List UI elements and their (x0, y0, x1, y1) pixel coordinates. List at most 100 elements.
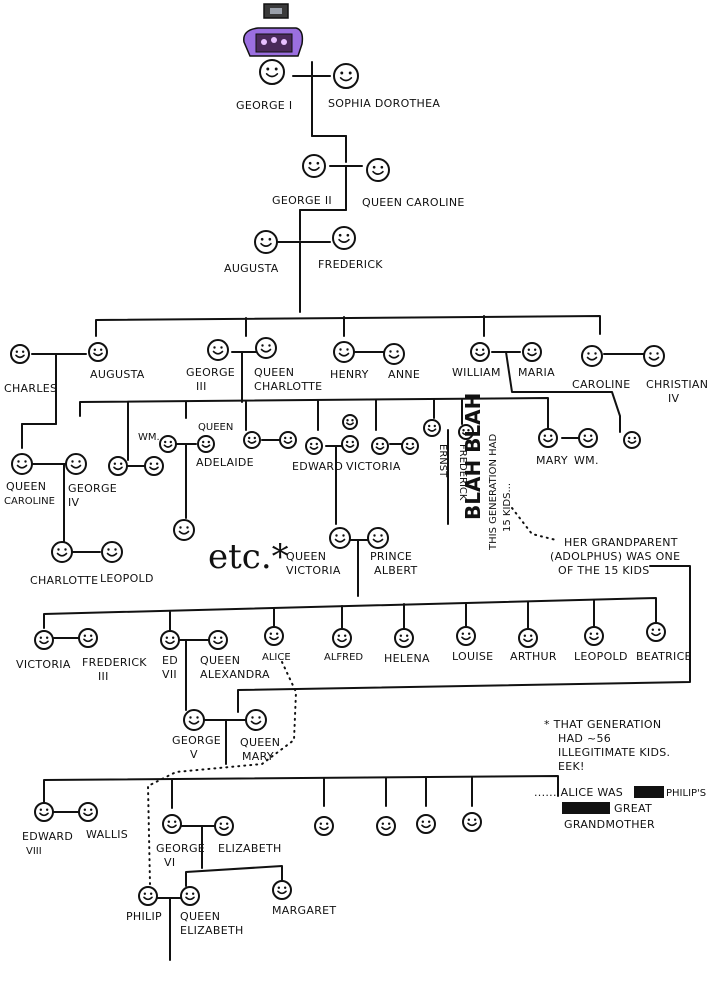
smiley-face-icon (341, 435, 359, 453)
smiley-face-icon (538, 428, 558, 448)
annotations: etc.* BLAH BLAH THIS GENERATION HAD 15 K… (208, 393, 706, 831)
annotation-dotted-note-2: PHILIP'S (666, 788, 706, 799)
smiley-face-icon (254, 230, 278, 254)
label-alice: ALICE (262, 652, 291, 663)
smiley-face-icon (78, 802, 98, 822)
annotation-etc: etc.* (208, 537, 289, 577)
smiley-face-icon (101, 541, 123, 563)
annotation-footnote-1: * THAT GENERATION (544, 718, 661, 731)
smiley-face-icon (458, 424, 474, 440)
smiley-face-icon (470, 342, 490, 362)
smiley-face-icon (333, 63, 359, 89)
label-mary: MARY (536, 454, 568, 467)
annotation-blah-note-1: THIS GENERATION HAD (488, 433, 499, 551)
label-victoria-c: VICTORIA (16, 658, 71, 671)
label-arthur: ARTHUR (510, 650, 557, 663)
smiley-face-icon (65, 453, 87, 475)
label-frederick-2: FREDERICK (457, 444, 468, 501)
smiley-face-icon (584, 626, 604, 646)
smiley-face-icon (305, 437, 323, 455)
label-christian-iv-2: IV (668, 392, 680, 405)
label-charlotte: CHARLOTTE (30, 574, 98, 587)
label-charles: CHARLES (4, 382, 57, 395)
smiley-face-icon (78, 628, 98, 648)
label-prince-albert-1: PRINCE (370, 550, 412, 563)
smiley-face-icon (462, 812, 482, 832)
smiley-face-icon (581, 345, 603, 367)
smiley-face-icon (332, 226, 356, 250)
label-queen-alexandra-1: QUEEN (200, 654, 240, 667)
smiley-face-icon (333, 341, 355, 363)
smiley-face-icon (10, 344, 30, 364)
label-prince-albert-2: ALBERT (374, 564, 418, 577)
label-george-vi-1: GEORGE (156, 842, 205, 855)
label-edward: EDWARD (292, 460, 343, 473)
label-frederick-1: FREDERICK (318, 258, 383, 271)
label-edward-viii-2: VIII (26, 846, 42, 857)
annotation-blah-note-2: 15 KIDS... (502, 483, 513, 532)
label-philip: PHILIP (126, 910, 162, 923)
smiley-face-icon (207, 339, 229, 361)
smiley-face-icon (180, 886, 200, 906)
label-queen-elizabeth-1: QUEEN (180, 910, 220, 923)
label-ed-vii-2: VII (162, 668, 177, 681)
smiley-face-icon (88, 342, 108, 362)
label-beatrice: BEATRICE (636, 650, 692, 663)
label-anne: ANNE (388, 368, 420, 381)
smiley-face-icon (643, 345, 665, 367)
smiley-face-icon (144, 456, 164, 476)
smiley-face-icon (623, 431, 641, 449)
smiley-face-icon (243, 431, 261, 449)
smiley-face-icon (162, 814, 182, 834)
annotation-dotted-note-1: ...... ALICE WAS (534, 786, 623, 799)
smiley-face-icon (197, 435, 215, 453)
label-william: WILLIAM (452, 366, 501, 379)
smiley-face-icon (34, 802, 54, 822)
smiley-face-icon (159, 435, 177, 453)
label-leopold-2: LEOPOLD (574, 650, 628, 663)
label-george-iii-2: III (196, 380, 207, 393)
smiley-face-icon (272, 880, 292, 900)
label-margaret: MARGARET (272, 904, 336, 917)
smiley-face-icon (332, 628, 352, 648)
smiley-face-icon (108, 456, 128, 476)
smiley-face-icon (314, 816, 334, 836)
smiley-face-icon (11, 453, 33, 475)
label-caroline-2: CAROLINE (572, 378, 630, 391)
smiley-face-icon (578, 428, 598, 448)
name-labels: GEORGE I SOPHIA DOROTHEA GEORGE II QUEEN… (4, 97, 708, 937)
label-helena: HELENA (384, 652, 430, 665)
label-augusta-2: AUGUSTA (90, 368, 145, 381)
label-ernst: ERNST (437, 444, 448, 478)
label-queen-caroline-2-2: CAROLINE (4, 496, 55, 507)
label-queen-mary-2: MARY (242, 750, 274, 763)
smiley-face-icon (160, 630, 180, 650)
annotation-grandparent-2: (ADOLPHUS) WAS ONE (550, 550, 680, 563)
smiley-face-icon (423, 419, 441, 437)
label-queen-adelaide-1: QUEEN (198, 422, 233, 433)
smiley-face-icon (302, 154, 326, 178)
label-louise: LOUISE (452, 650, 493, 663)
label-henry: HENRY (330, 368, 369, 381)
label-leopold-1: LEOPOLD (100, 572, 154, 585)
redaction-bar-2 (562, 802, 610, 814)
smiley-face-icon (279, 431, 297, 449)
smiley-face-icon (383, 343, 405, 365)
annotation-blah-blah: BLAH BLAH (461, 393, 485, 520)
label-alfred: ALFRED (324, 652, 363, 663)
smiley-face-icon (208, 630, 228, 650)
smiley-face-icon (366, 158, 390, 182)
label-wm-2: WM. (574, 454, 599, 467)
annotation-grandparent-3: OF THE 15 KIDS (558, 564, 650, 577)
label-queen-alexandra-2: ALEXANDRA (200, 668, 270, 681)
label-wm-1: WM. (138, 432, 160, 443)
smiley-face-icon (518, 628, 538, 648)
smiley-face-icon (51, 541, 73, 563)
label-christian-iv-1: CHRISTIAN (646, 378, 708, 391)
smiley-face-icon (245, 709, 267, 731)
label-augusta-1: AUGUSTA (224, 262, 279, 275)
label-queen-victoria-1: QUEEN (286, 550, 326, 563)
label-george-vi-2: VI (164, 856, 175, 869)
label-frederick-iii-1: FREDERICK (82, 656, 147, 669)
